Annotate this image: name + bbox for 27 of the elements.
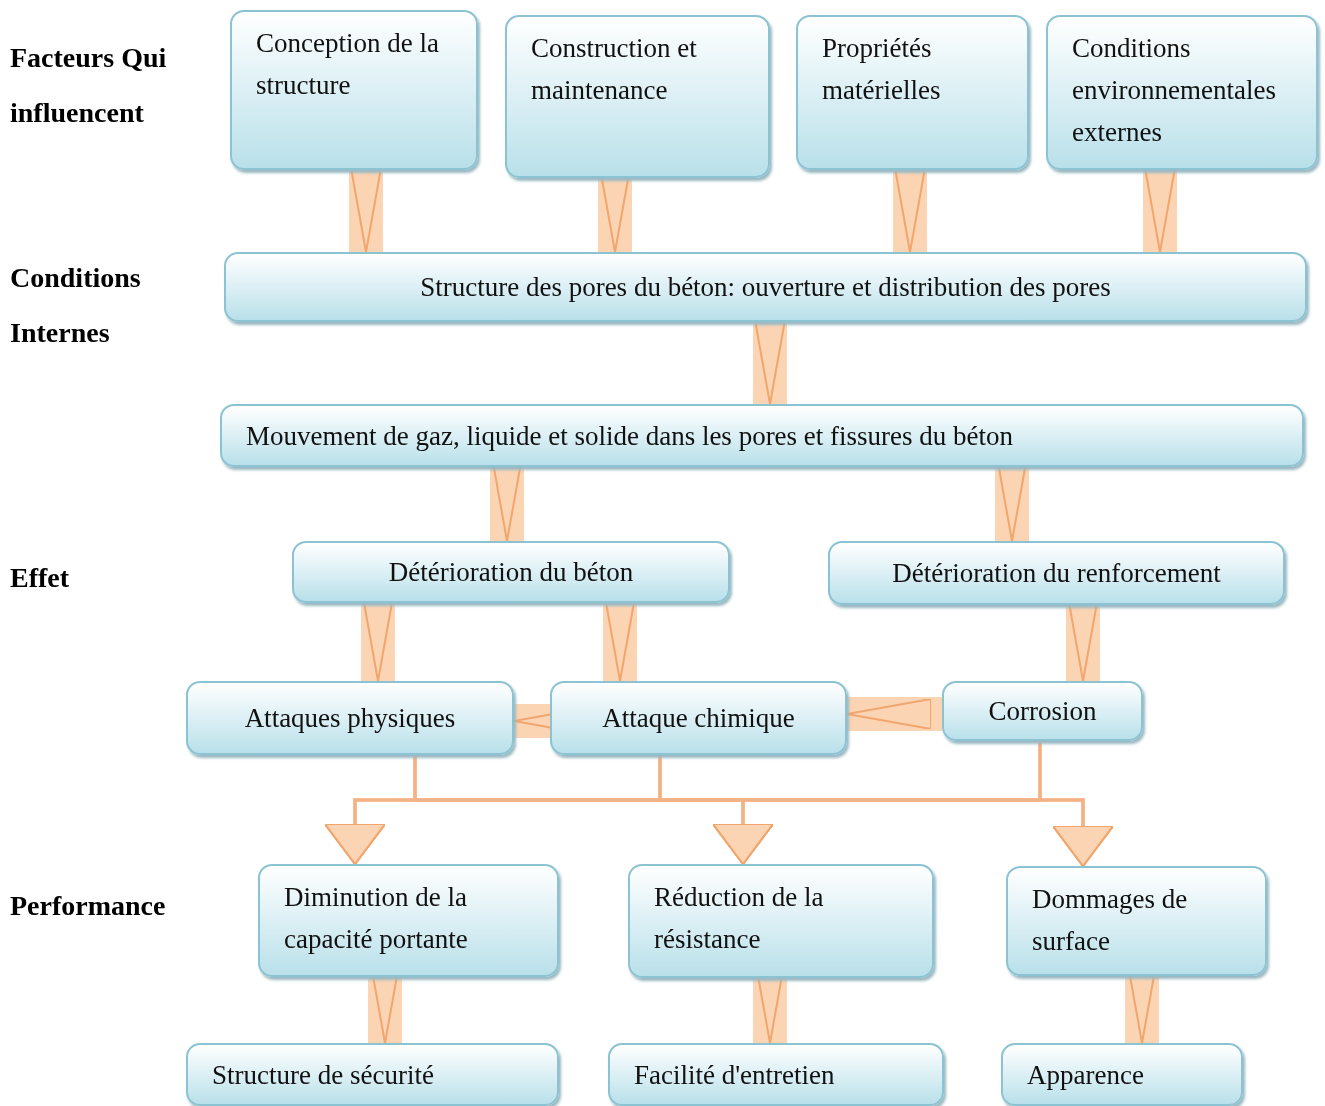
- row-heading: Conditions Internes: [10, 261, 142, 350]
- process-box: Conditions environnementales externes: [1046, 15, 1318, 170]
- arrow: [1038, 741, 1114, 867]
- row-heading: Effet: [10, 561, 71, 595]
- process-box: Attaque chimique: [550, 681, 847, 755]
- arrow: [893, 167, 927, 253]
- arrow: [349, 167, 383, 253]
- process-box: Dommages de surface: [1006, 866, 1267, 976]
- process-box: Diminution de la capacité portante: [258, 864, 559, 977]
- process-box: Conception de la structure: [230, 10, 478, 170]
- process-box: Attaques physiques: [186, 681, 514, 755]
- process-box: Corrosion: [942, 681, 1143, 741]
- process-box: Facilité d'entretien: [608, 1043, 944, 1106]
- arrow: [1143, 167, 1177, 253]
- process-box: Structure des pores du béton: ouverture et distribution des pores: [224, 252, 1307, 322]
- process-box: Détérioration du béton: [292, 541, 730, 603]
- process-box: Structure de sécurité: [186, 1043, 559, 1106]
- process-box: Construction et maintenance: [505, 15, 770, 178]
- process-box: Propriétés matérielles: [796, 15, 1029, 170]
- row-heading: Facteurs Qui influencent: [10, 41, 168, 130]
- row-heading: Performance: [10, 889, 167, 923]
- arrow: [753, 319, 787, 405]
- arrow: [846, 697, 942, 731]
- process-box: Mouvement de gaz, liquide et solide dans les pores et fissures du béton: [220, 404, 1304, 467]
- process-box: Apparence: [1001, 1043, 1243, 1106]
- process-box: Réduction de la résistance: [628, 864, 934, 978]
- process-box: Détérioration du renforcement: [828, 541, 1285, 605]
